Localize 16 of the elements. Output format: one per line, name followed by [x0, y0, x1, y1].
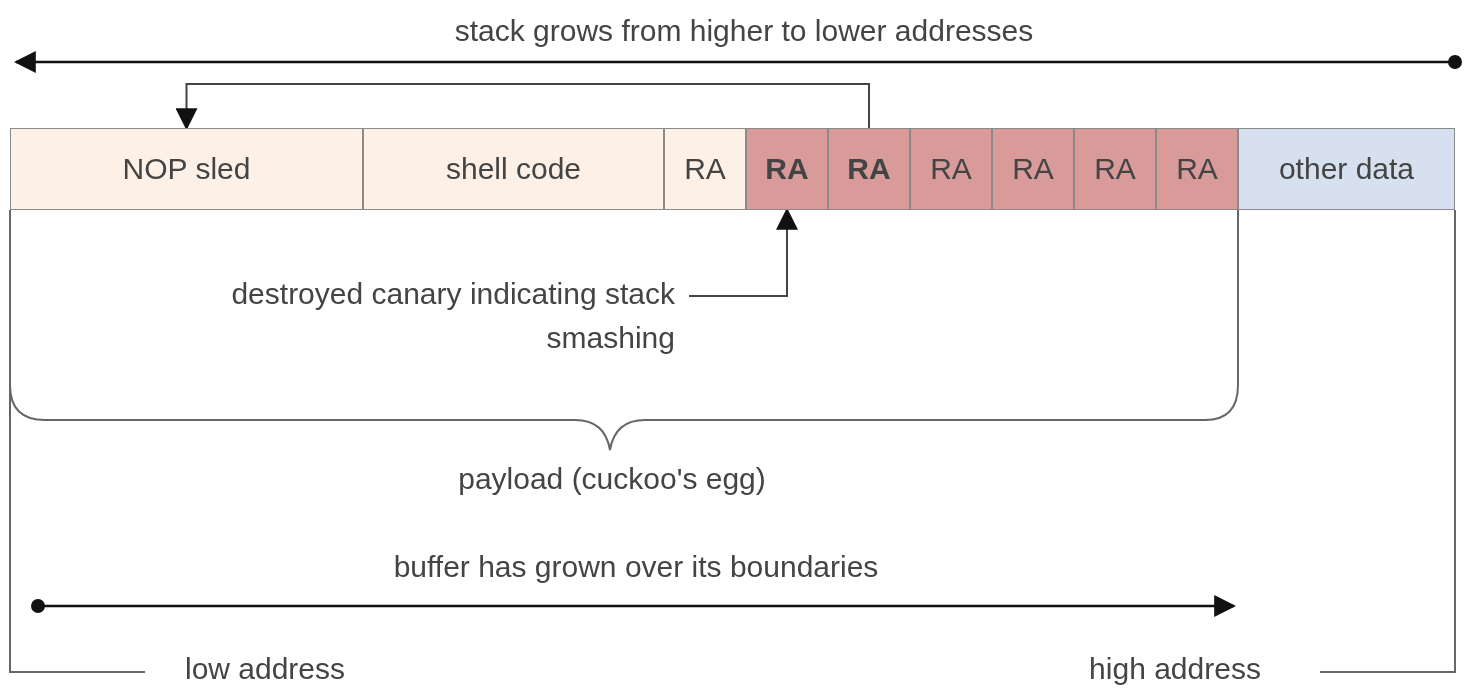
memory-cell: shell code — [363, 128, 664, 210]
callout-text: destroyed canary indicating stack smashing — [225, 272, 675, 360]
memory-cell: RA — [992, 128, 1074, 210]
axis-label: high address — [1089, 652, 1261, 686]
direction-label: buffer has grown over its boundaries — [393, 550, 879, 584]
bracket-label: payload (cuckoo's egg) — [458, 462, 766, 496]
memory-cell: other data — [1238, 128, 1455, 210]
memory-cell: RA — [910, 128, 992, 210]
memory-cell: RA — [828, 128, 910, 210]
memory-cell: NOP sled — [10, 128, 363, 210]
memory-cell: RA — [1156, 128, 1238, 210]
memory-cell: RA — [664, 128, 746, 210]
memory-cell: RA — [746, 128, 828, 210]
direction-label: stack grows from higher to lower addresses — [454, 14, 1034, 48]
axis-label: low address — [184, 652, 346, 686]
memory-cell: RA — [1074, 128, 1156, 210]
